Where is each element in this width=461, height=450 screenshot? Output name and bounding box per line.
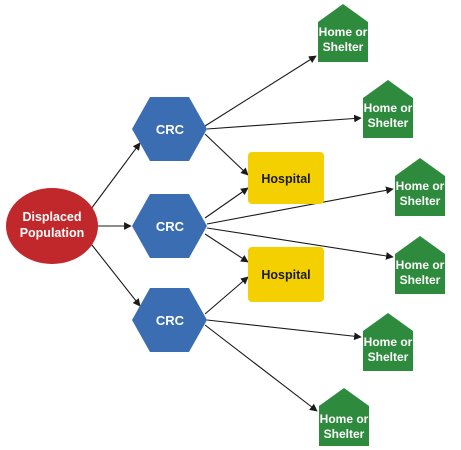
hospital-node-2: Hospital <box>248 247 324 302</box>
home-shelter-node-1: Home or Shelter <box>318 4 368 62</box>
home-icon <box>395 236 445 294</box>
home-shelter-label-line2: Shelter <box>368 350 409 364</box>
home-shelter-label-line2: Shelter <box>324 427 365 441</box>
displaced-population-node: Displaced Population <box>6 188 98 264</box>
home-icon <box>318 4 368 62</box>
edge-crc-1-home-1 <box>204 55 317 127</box>
displaced-population-label-line1: Displaced <box>22 210 81 224</box>
crc-label: CRC <box>156 313 185 328</box>
displaced-population-label-line2: Population <box>20 226 85 240</box>
crc-label: CRC <box>156 219 185 234</box>
edge-crc-2-home-3 <box>206 186 394 225</box>
home-icon <box>395 158 445 216</box>
crc-hexagon <box>132 97 207 161</box>
home-shelter-node-6: Home or Shelter <box>319 388 369 446</box>
hospital-label: Hospital <box>261 172 310 186</box>
home-shelter-label-line2: Shelter <box>323 40 364 54</box>
crc-node-1: CRC <box>132 97 207 161</box>
home-icon <box>319 388 369 446</box>
crc-hexagon <box>132 288 207 352</box>
hospital-node-1: Hospital <box>248 152 324 204</box>
home-shelter-label-line2: Shelter <box>368 116 409 130</box>
edge-crc-1-home-2 <box>206 114 362 130</box>
home-shelter-node-2: Home or Shelter <box>363 80 413 138</box>
home-shelter-label-line1: Home or <box>396 179 445 193</box>
edge-crc-2-home-4 <box>206 227 394 260</box>
hospital-label: Hospital <box>261 268 310 282</box>
edge-crc-2-hospital-1 <box>204 187 249 219</box>
edge-origin-crc-3 <box>87 239 141 307</box>
edge-crc-3-hospital-2 <box>204 276 249 315</box>
home-shelter-label-line1: Home or <box>319 25 368 39</box>
home-shelter-node-3: Home or Shelter <box>395 158 445 216</box>
edges <box>87 55 394 412</box>
crc-node-3: CRC <box>132 288 207 352</box>
hospital-box <box>248 247 324 302</box>
home-shelter-label-line1: Home or <box>364 335 413 349</box>
home-shelter-label-line1: Home or <box>320 412 369 426</box>
hospital-box <box>248 152 324 204</box>
displaced-population-ellipse <box>6 188 98 264</box>
home-shelter-label-line2: Shelter <box>400 273 441 287</box>
edge-crc-3-home-6 <box>204 324 318 412</box>
crc-node-2: CRC <box>132 194 207 258</box>
home-icon <box>363 80 413 138</box>
edge-crc-3-home-5 <box>206 319 362 341</box>
edge-crc-2-hospital-2 <box>204 233 249 263</box>
home-shelter-label-line1: Home or <box>396 258 445 272</box>
edge-crc-1-hospital-1 <box>204 133 249 176</box>
home-shelter-node-5: Home or Shelter <box>363 313 413 371</box>
crc-hexagon <box>132 194 207 258</box>
edge-origin-crc-1 <box>87 142 141 214</box>
home-shelter-label-line1: Home or <box>364 101 413 115</box>
home-shelter-node-4: Home or Shelter <box>395 236 445 294</box>
home-icon <box>363 313 413 371</box>
home-shelter-label-line2: Shelter <box>400 194 441 208</box>
crc-label: CRC <box>156 122 185 137</box>
